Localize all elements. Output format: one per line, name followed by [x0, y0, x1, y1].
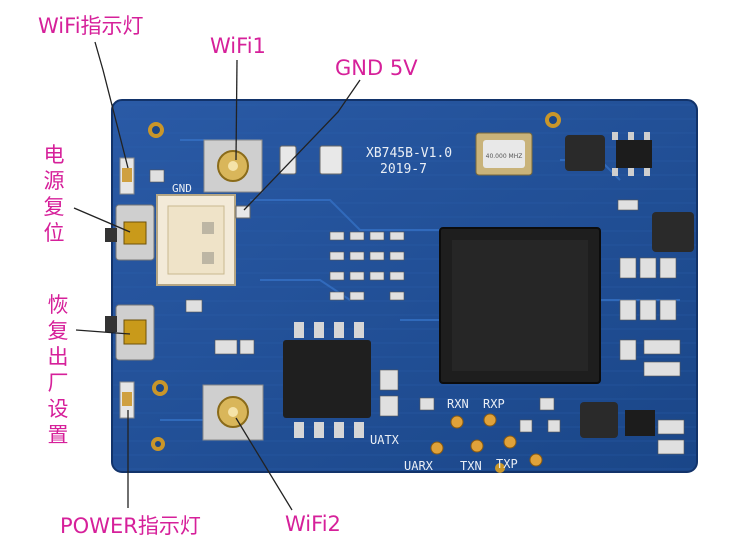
label-power-reset: 电源复位 [43, 143, 65, 245]
power-led-component [119, 381, 135, 419]
callout-leaders [73, 41, 361, 511]
test-pads [430, 413, 543, 467]
silk-rxn: RXN [447, 397, 469, 411]
mounting-holes [148, 112, 561, 473]
leader-power-reset [73, 207, 131, 233]
leader-wifi2 [235, 417, 293, 511]
silk-date: 2019-7 [380, 162, 427, 177]
leader-gnd-5v [243, 79, 361, 211]
power-connector [156, 194, 236, 286]
leader-wifi1 [235, 59, 238, 161]
label-wifi-led: WiFi指示灯 [38, 14, 144, 38]
factory-reset-button [105, 304, 155, 361]
silk-uatx: UATX [370, 433, 400, 447]
flash-memory-chip [283, 322, 371, 438]
label-power-led: POWER指示灯 [60, 514, 201, 538]
crystal-label: 40.000 MHZ [486, 153, 523, 160]
leader-factory-reset [75, 329, 131, 335]
label-wifi2: WiFi2 [285, 512, 341, 536]
crystal-oscillator: 40.000 MHZ [475, 132, 533, 176]
top-right-components [565, 132, 694, 252]
bottom-right-components [580, 402, 655, 438]
silk-txp: TXP [496, 457, 518, 471]
label-factory-reset: 恢复出厂设置 [47, 293, 69, 447]
label-gnd-5v: GND 5V [335, 56, 418, 80]
silk-gnd: GND [172, 182, 192, 195]
label-wifi1: WiFi1 [210, 34, 266, 58]
main-soc-chip [439, 227, 601, 384]
silk-txn: TXN [460, 459, 482, 473]
wifi2-antenna-connector [202, 384, 264, 441]
wifi-led-component [119, 157, 135, 195]
wifi1-antenna-connector [203, 139, 263, 193]
silk-rxp: RXP [483, 397, 505, 411]
silk-uarx: UARX [404, 459, 434, 473]
silk-model: XB745B-V1.0 [366, 146, 452, 161]
leader-wifi-led [94, 41, 129, 169]
power-reset-button [105, 204, 155, 261]
